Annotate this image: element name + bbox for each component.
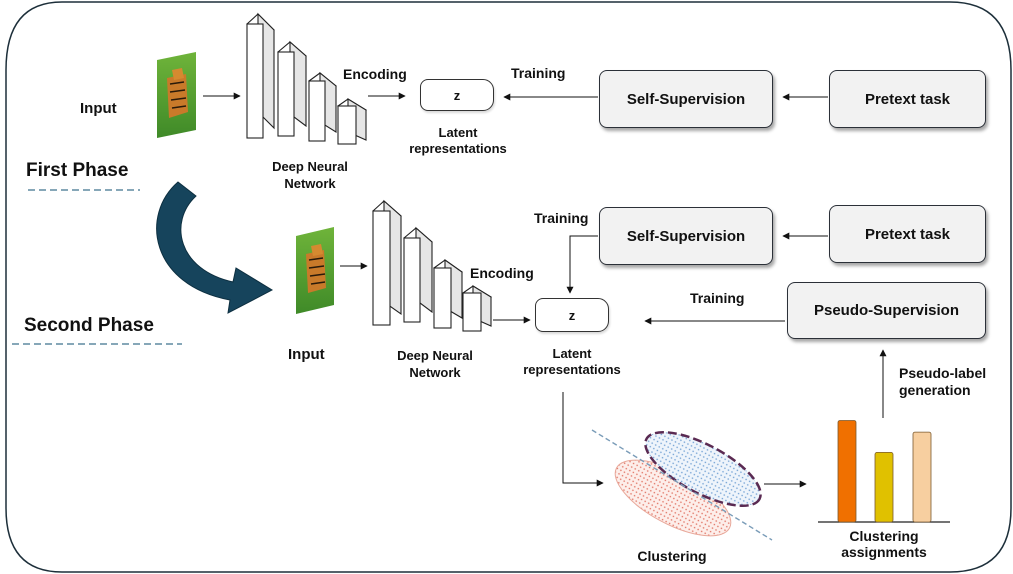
pseudo-label-generation-line1: Pseudo-label [899, 365, 987, 381]
assignment-bar-2 [874, 451, 894, 523]
first-phase-latent-z: z [420, 79, 494, 111]
outer-frame [5, 1, 1012, 573]
dnn-second-phase [372, 199, 493, 332]
first-phase-latent-label-line2: representations [409, 141, 507, 156]
second-phase-training-pseudo-label: Training [690, 290, 745, 306]
pseudo-supervision-box: Pseudo-Supervision [787, 282, 986, 339]
first-phase-network-label-line2: Network [284, 176, 336, 191]
pseudo-label-generation-line2: generation [899, 382, 971, 398]
assignment-bar-3 [912, 431, 932, 523]
second-phase-network-label-line1: Deep Neural [397, 348, 473, 363]
assignment-bar-1 [837, 420, 857, 523]
second-phase-pretext-task-box: Pretext task [829, 205, 986, 263]
second-phase-self-supervision-box: Self-Supervision [599, 207, 773, 265]
second-phase-encoding-label: Encoding [470, 265, 534, 281]
first-phase-encoding-label: Encoding [343, 66, 407, 82]
second-phase-network-label-line2: Network [409, 365, 461, 380]
second-phase-latent-label-line1: Latent [552, 346, 592, 361]
second-phase-latent-z: z [535, 298, 609, 332]
clustering-assignments-line1: Clustering [849, 528, 919, 544]
tiger-image-icon [157, 52, 196, 138]
clustering-graphic [591, 429, 773, 541]
phase-transition-arrow [156, 181, 274, 314]
tiger-image-icon [296, 227, 334, 314]
first-phase-training-label: Training [511, 65, 566, 81]
first-phase-pretext-task-box: Pretext task [829, 70, 986, 128]
first-phase-title: First Phase [26, 160, 129, 181]
second-phase-input-label: Input [288, 346, 325, 363]
first-phase-network-label-line1: Deep Neural [272, 159, 348, 174]
second-phase-latent-label-line2: representations [523, 362, 621, 377]
first-phase-latent-label-line1: Latent [438, 125, 478, 140]
second-phase-title: Second Phase [24, 315, 154, 336]
clustering-assignments-chart [818, 420, 950, 523]
dnn-first-phase [246, 12, 368, 145]
first-phase-self-supervision-box: Self-Supervision [599, 70, 773, 128]
clustering-label: Clustering [637, 548, 707, 564]
second-phase-training-self-label: Training [534, 210, 589, 226]
clustering-assignments-line2: assignments [841, 544, 927, 560]
first-phase-input-label: Input [80, 100, 117, 117]
